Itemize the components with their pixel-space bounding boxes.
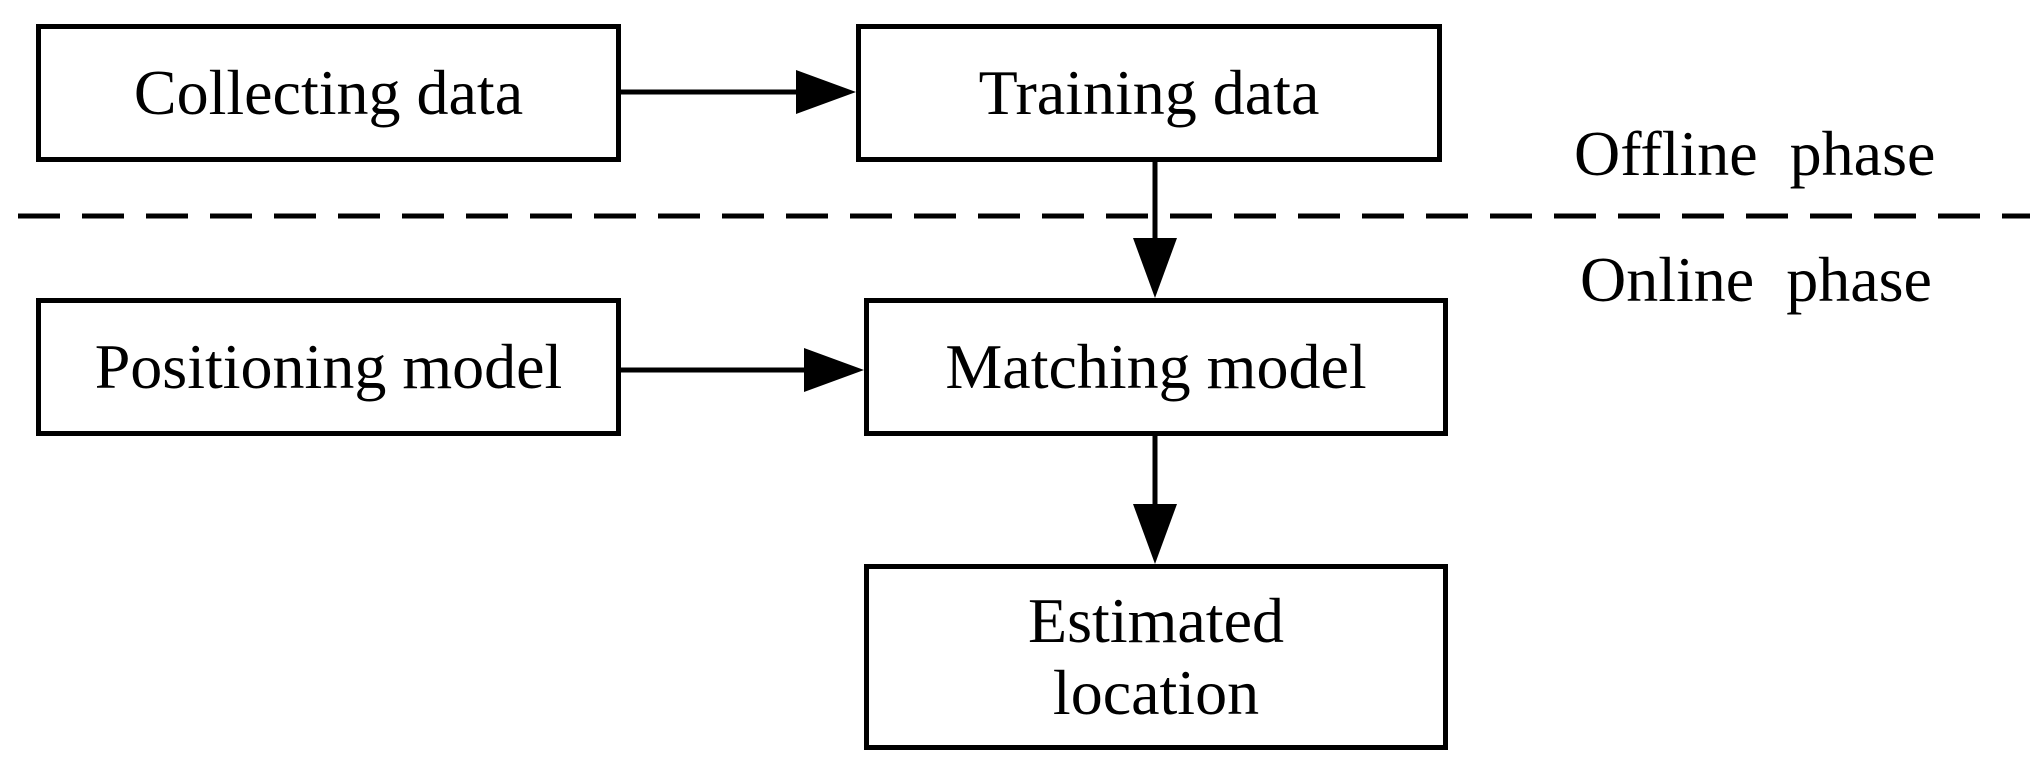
- arrow-positioning-to-matching: [621, 348, 864, 392]
- training-data-label: Training data: [978, 57, 1320, 129]
- training-data-node: Training data: [856, 24, 1442, 162]
- positioning-model-node: Positioning model: [36, 298, 621, 436]
- estimated-location-node: Estimated location: [864, 564, 1448, 750]
- estimated-location-label: Estimated location: [1028, 585, 1284, 728]
- collecting-data-node: Collecting data: [36, 24, 621, 162]
- positioning-model-label: Positioning model: [94, 331, 563, 403]
- arrow-training-to-matching: [1133, 162, 1177, 298]
- matching-model-node: Matching model: [864, 298, 1448, 436]
- arrow-matching-to-estimated: [1133, 436, 1177, 564]
- arrow-collecting-to-training: [621, 70, 856, 114]
- matching-model-label: Matching model: [945, 331, 1367, 403]
- online-phase-label: Online phase: [1580, 244, 1932, 315]
- collecting-data-label: Collecting data: [133, 57, 524, 129]
- offline-phase-label: Offline phase: [1574, 118, 1936, 189]
